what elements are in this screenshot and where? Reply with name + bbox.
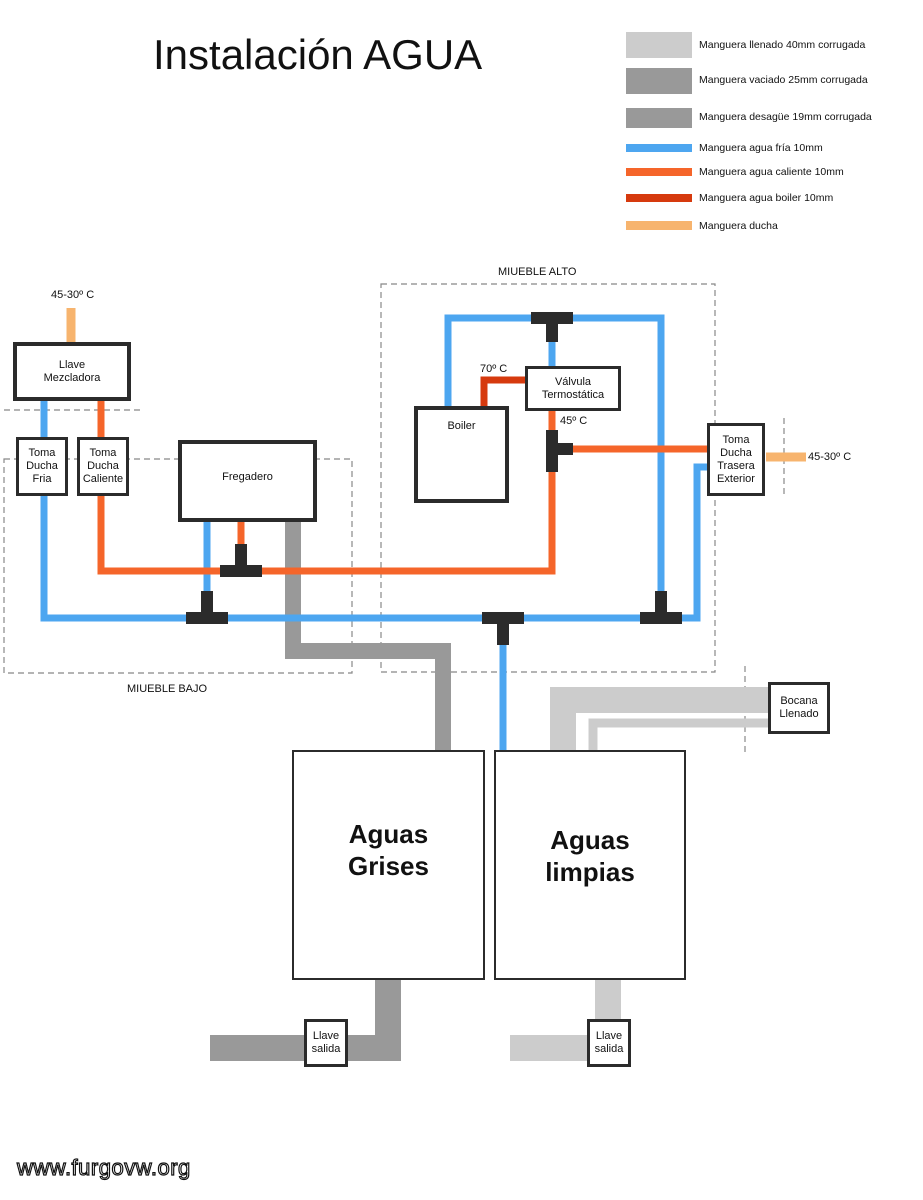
zone-label-mueble-bajo: MIUEBLE BAJO (127, 683, 208, 695)
legend-swatch-caliente (626, 168, 692, 176)
llave-salida-limpias-box[interactable]: Llave salida (587, 1019, 631, 1067)
toma-ducha-caliente-box: Toma Ducha Caliente (77, 437, 129, 496)
llave-mezcladora-label: Llave Mezcladora (43, 358, 101, 384)
legend-label: Manguera agua caliente 10mm (699, 166, 844, 178)
mueble-alto-frame (380, 283, 716, 673)
toma-ducha-fria-box: Toma Ducha Fria (16, 437, 68, 496)
footer-url: www.furgovw.org (16, 1154, 191, 1180)
llave-salida-grises-box[interactable]: Llave salida (304, 1019, 348, 1067)
llave-salida-limpias-label: Llave salida (594, 1030, 624, 1055)
toma-ducha-trasera-label: Toma Ducha Trasera Exterior (717, 433, 755, 485)
legend-swatch-boiler (626, 194, 692, 202)
temp-label-trasera: 45-30º C (808, 451, 852, 463)
valvula-termostatica-box: Válvula Termostática (525, 366, 621, 411)
zone-label-mueble-alto: MIUEBLE ALTO (498, 266, 577, 278)
temp-label-valvula: 45º C (560, 415, 588, 427)
llave-mezcladora-box: Llave Mezcladora (13, 342, 131, 401)
t-connectors (186, 312, 682, 645)
bocana-llenado-label: Bocana Llenado (779, 695, 819, 720)
legend-label: Manguera agua boiler 10mm (699, 192, 834, 204)
fregadero-label: Fregadero (222, 470, 273, 483)
legend-swatch-vaciado (626, 68, 692, 94)
t-connector-hot-fregadero (220, 565, 262, 577)
bocana-llenado-box: Bocana Llenado (768, 682, 830, 734)
aguas-limpias-label: Aguas limpias (545, 825, 635, 887)
legend-label: Manguera agua fría 10mm (699, 142, 823, 154)
toma-ducha-trasera-box: Toma Ducha Trasera Exterior (707, 423, 765, 496)
vaciado-pipe (210, 978, 401, 1061)
legend-swatch-desague (626, 108, 692, 128)
fregadero-box: Fregadero (178, 440, 317, 522)
legend-label: Manguera llenado 40mm corrugada (699, 39, 866, 51)
llenado-pipe-inner (588, 718, 768, 752)
llave-salida-grises-label: Llave salida (311, 1030, 341, 1055)
aguas-grises-tank: Aguas Grises (292, 750, 485, 980)
boiler-box: Boiler (414, 406, 509, 503)
temp-label-mezcladora: 45-30º C (51, 289, 95, 301)
temp-label-boiler: 70º C (480, 363, 508, 375)
desague-pipe (285, 520, 451, 752)
toma-ducha-fria-label: Toma Ducha Fria (26, 447, 58, 485)
page-title: Instalación AGUA (153, 31, 483, 78)
legend-label: Manguera vaciado 25mm corrugada (699, 74, 868, 86)
valvula-termostatica-label: Válvula Termostática (541, 375, 605, 401)
llenado-pipe-outer (550, 687, 768, 752)
toma-ducha-caliente-label: Toma Ducha Caliente (82, 447, 124, 485)
boiler-label: Boiler (447, 420, 476, 432)
legend-swatch-llenado (626, 32, 692, 58)
legend-swatch-ducha (626, 221, 692, 230)
aguas-grises-label: Aguas Grises (348, 819, 429, 881)
legend-label: Manguera ducha (699, 220, 778, 232)
aguas-limpias-tank: Aguas limpias (494, 750, 686, 980)
cold-main (40, 400, 709, 622)
legend-label: Manguera desagüe 19mm corrugada (699, 111, 872, 123)
legend-swatch-fria (626, 144, 692, 152)
boiler-pipe (480, 376, 527, 407)
